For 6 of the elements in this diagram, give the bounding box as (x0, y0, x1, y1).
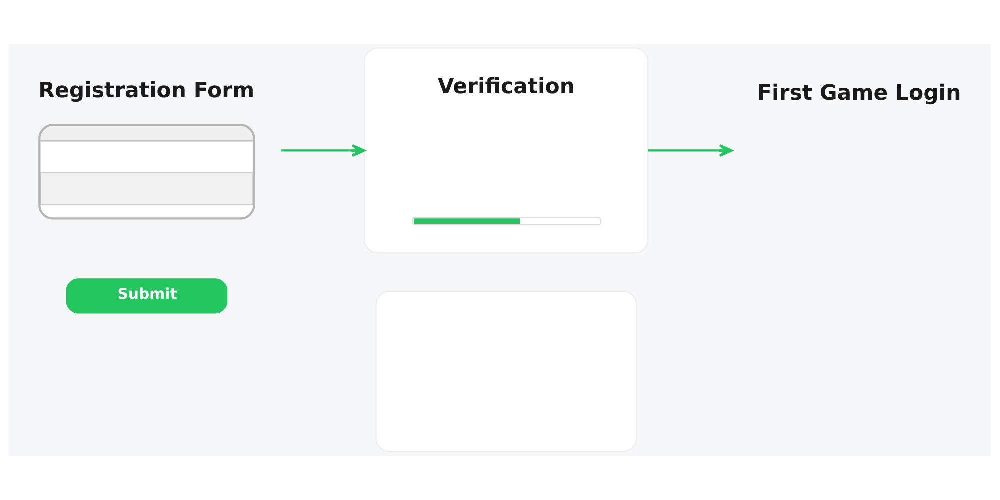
arrow (281, 144, 366, 158)
node-box: Verification (364, 48, 649, 254)
node-label: Registration Form (38, 78, 255, 104)
arrow (648, 144, 733, 158)
node-box: Submit (66, 278, 228, 314)
node-text: First Game Login (758, 80, 962, 106)
